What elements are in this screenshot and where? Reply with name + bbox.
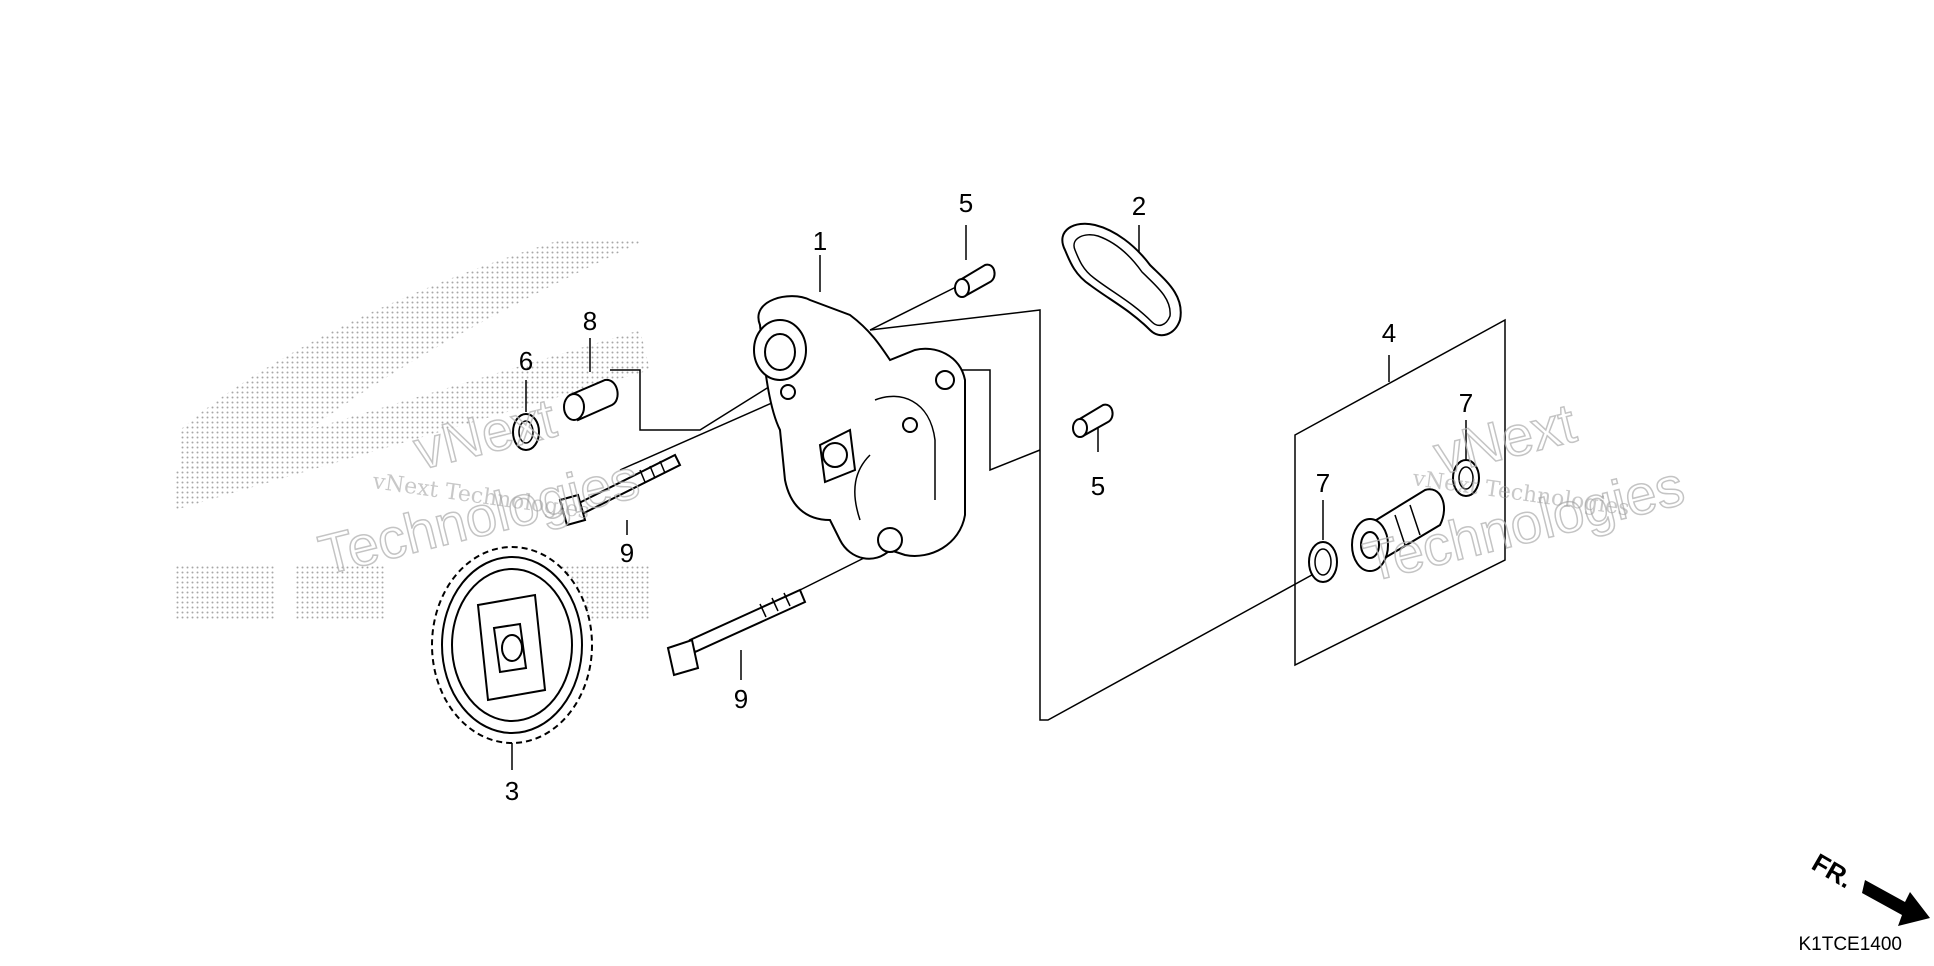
- front-arrow-icon: [1862, 880, 1930, 926]
- front-direction-indicator: FR.: [1807, 847, 1930, 926]
- callout-8: 8: [583, 306, 597, 336]
- callout-3: 3: [505, 776, 519, 806]
- leader-lines: [511, 225, 1506, 770]
- callout-1: 1: [813, 226, 827, 256]
- o-ring-valve-right: [1452, 459, 1480, 497]
- callouts: 1 2 3 4 5 5 6 7 7 8 9 9: [505, 188, 1473, 806]
- collar: [563, 378, 619, 422]
- figure-code: K1TCE1400: [1798, 934, 1902, 955]
- oil-pump-housing: [753, 295, 966, 560]
- callout-9-lower: 9: [734, 684, 748, 714]
- callout-6: 6: [519, 346, 533, 376]
- bolt-lower: [666, 588, 807, 677]
- dotted-logo-watermark: [175, 240, 650, 620]
- callout-5-upper: 5: [959, 188, 973, 218]
- callout-2: 2: [1132, 191, 1146, 221]
- dowel-pin-upper: [954, 263, 996, 298]
- watermark-technologies-right: Technologies: [1358, 453, 1690, 593]
- oil-pump-gear: [431, 546, 593, 744]
- bolt-upper: [558, 453, 682, 527]
- dowel-pin-lower: [1072, 403, 1114, 438]
- front-direction-label: FR.: [1807, 847, 1858, 894]
- callout-5-lower: 5: [1091, 471, 1105, 501]
- relief-valve: [1351, 488, 1445, 572]
- callout-7-right: 7: [1459, 388, 1473, 418]
- o-ring-small: [512, 413, 540, 451]
- gasket: [1061, 222, 1182, 337]
- callout-4: 4: [1382, 318, 1396, 348]
- callout-7-left: 7: [1316, 468, 1330, 498]
- o-ring-valve-left: [1308, 541, 1338, 583]
- callout-9-upper: 9: [620, 538, 634, 568]
